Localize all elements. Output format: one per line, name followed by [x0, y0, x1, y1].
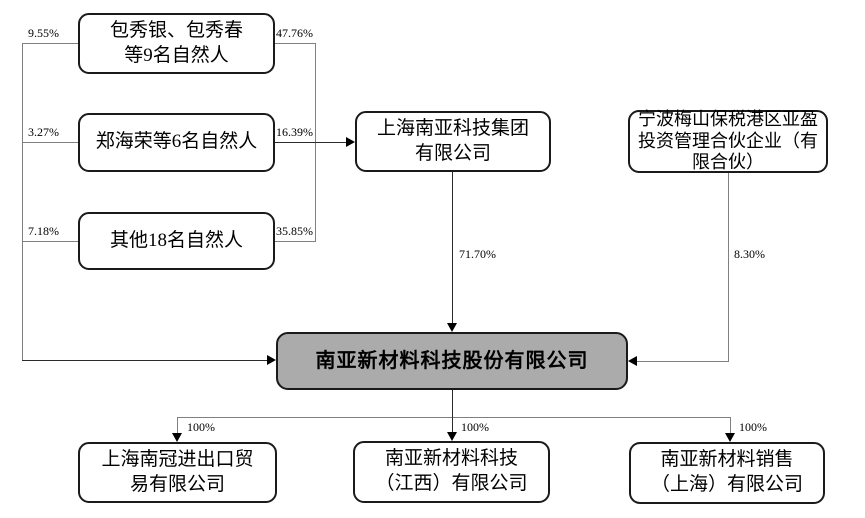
pct-zheng-right: 16.39%	[276, 125, 313, 139]
node-subsidiary-nanguan-trade: 上海南冠进出口贸 易有限公司	[78, 442, 277, 503]
connector-other-right-stub	[275, 241, 315, 242]
pct-bao-right: 47.76%	[276, 26, 313, 40]
pct-other-left: 7.18%	[28, 224, 59, 238]
pct-company-to-jiangxi: 100%	[461, 420, 489, 434]
connector-other-left-stub	[22, 241, 78, 242]
node-issuer-nanya-new-material: 南亚新材料科技股份有限公司	[276, 332, 628, 390]
connector-into-group	[275, 142, 347, 143]
node-shareholders-bao: 包秀银、包秀春 等9名自然人	[78, 13, 275, 74]
connector-ningbo-horizontal	[637, 361, 729, 362]
arrowhead-group-into-issuer-icon	[447, 323, 457, 332]
pct-company-to-nanguan: 100%	[187, 420, 215, 434]
connector-bao-right-stub	[275, 43, 315, 44]
connector-left-to-issuer	[22, 360, 268, 361]
node-shareholders-zheng: 郑海荣等6名自然人	[78, 113, 275, 172]
node-subsidiary-jiangxi: 南亚新材料科技 （江西）有限公司	[353, 441, 550, 503]
pct-company-to-sales: 100%	[739, 420, 767, 434]
connector-drop-nanguan	[177, 417, 178, 434]
arrowhead-into-group-icon	[346, 137, 355, 147]
node-partner-ningbo-yaying: 宁波梅山保税港区亚盈 投资管理合伙企业（有 限合伙）	[628, 109, 828, 173]
connector-bao-left-stub	[22, 43, 78, 44]
arrowhead-left-into-issuer-icon	[267, 355, 276, 365]
pct-other-right: 35.85%	[276, 224, 313, 238]
connector-left-vertical	[22, 43, 23, 361]
arrowhead-ningbo-into-issuer-icon	[628, 356, 637, 366]
arrowhead-into-nanguan-icon	[172, 433, 182, 442]
connector-drop-jiangxi	[452, 417, 453, 433]
connector-issuer-down	[452, 390, 453, 417]
pct-ningbo-to-company: 8.30%	[734, 247, 765, 261]
connector-distribution-horizontal	[177, 417, 731, 418]
node-shareholders-other: 其他18名自然人	[78, 212, 275, 270]
arrowhead-into-sales-icon	[725, 433, 735, 442]
pct-zheng-left: 3.27%	[28, 125, 59, 139]
arrowhead-into-jiangxi-icon	[447, 432, 457, 441]
node-parent-shanghai-nanya-group: 上海南亚科技集团 有限公司	[355, 111, 551, 172]
node-subsidiary-sales-shanghai: 南亚新材料销售 （上海）有限公司	[629, 442, 825, 504]
connector-drop-sales	[730, 417, 731, 434]
connector-ningbo-vertical	[728, 173, 729, 361]
connector-group-to-issuer	[452, 172, 453, 324]
connector-zheng-left-stub	[22, 142, 78, 143]
pct-group-to-company: 71.70%	[459, 247, 496, 261]
pct-bao-left: 9.55%	[28, 26, 59, 40]
